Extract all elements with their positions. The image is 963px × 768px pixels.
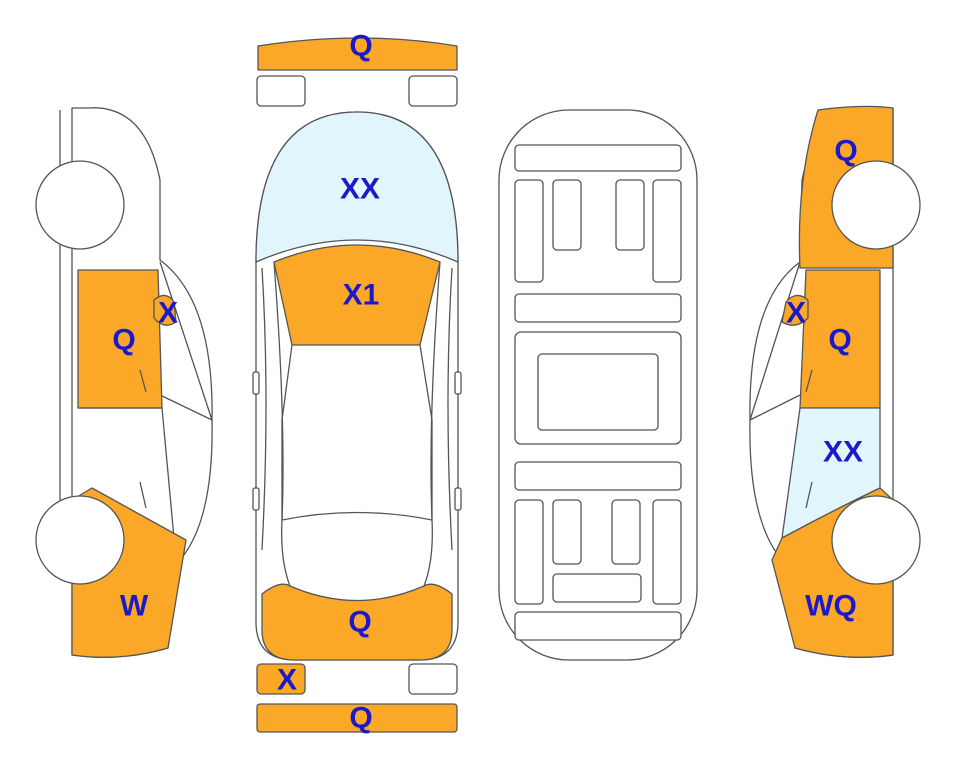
windshield-label: XX [340, 173, 380, 206]
underbody-panel-3 [552, 179, 582, 251]
left-side-line [273, 261, 291, 587]
right-handle-top [454, 487, 462, 511]
underbody-panel-9 [514, 461, 682, 491]
right-rear-door-label: XX [823, 436, 863, 469]
roof-outline [281, 344, 433, 521]
underbody-panel-15 [514, 611, 682, 641]
left-door-handle-2 [139, 481, 147, 509]
left-mirror-label: X [158, 297, 178, 330]
trunk-label: Q [348, 606, 371, 639]
windshield-part [255, 111, 459, 263]
left-mirror-part [153, 294, 177, 326]
right-rear-wheel [831, 495, 921, 585]
rear-bumper-left-label: X [277, 664, 297, 697]
trunk-part [261, 583, 453, 661]
right-front-fender-label: Q [834, 135, 857, 168]
rear-bumper-part [256, 703, 458, 733]
left-door-handle-1 [139, 369, 147, 393]
right-door-handle-2 [805, 481, 813, 509]
right-mirror-top [454, 371, 462, 395]
underbody-panel-1 [514, 144, 682, 172]
left-a-pillar [261, 267, 267, 551]
right-a-pillar [447, 267, 453, 551]
left-rear-quarter-label: W [120, 590, 149, 623]
underbody-panel-6 [514, 293, 682, 323]
left-window-line [159, 261, 213, 421]
right-door-handle-1 [805, 369, 813, 393]
front-bumper-part [257, 37, 458, 71]
underbody-panel-2 [514, 179, 544, 283]
underbody-panel-8 [537, 353, 659, 431]
underbody-panel-4 [615, 179, 645, 251]
underbody-panel-5 [652, 179, 682, 283]
right-front-wheel [831, 160, 921, 250]
front-bumper-label: Q [349, 30, 372, 63]
right-side-line [423, 261, 441, 587]
underbody-panel-13 [652, 499, 682, 605]
underbody-panel-11 [552, 499, 582, 565]
left-rear-door-outline [80, 407, 175, 539]
front-left-light [256, 75, 306, 107]
right-mirror-part [781, 294, 809, 326]
rear-bumper-label: Q [349, 702, 372, 735]
rear-right-light [408, 663, 458, 695]
hood-label: X1 [343, 279, 380, 312]
left-mirror-top [252, 371, 260, 395]
left-front-wheel [35, 160, 125, 250]
right-mirror-label: X [786, 297, 806, 330]
left-handle-top [252, 487, 260, 511]
left-front-door-label: Q [112, 324, 135, 357]
underbody-panel-10 [514, 499, 544, 605]
left-rear-wheel [35, 495, 125, 585]
right-front-door-label: Q [828, 324, 851, 357]
hood-part [273, 244, 441, 346]
underbody-panel-14 [552, 573, 642, 603]
rear-left-light-part [256, 663, 306, 695]
front-right-light [408, 75, 458, 107]
right-rear-quarter-label: WQ [805, 590, 857, 623]
underbody-panel-12 [611, 499, 641, 565]
